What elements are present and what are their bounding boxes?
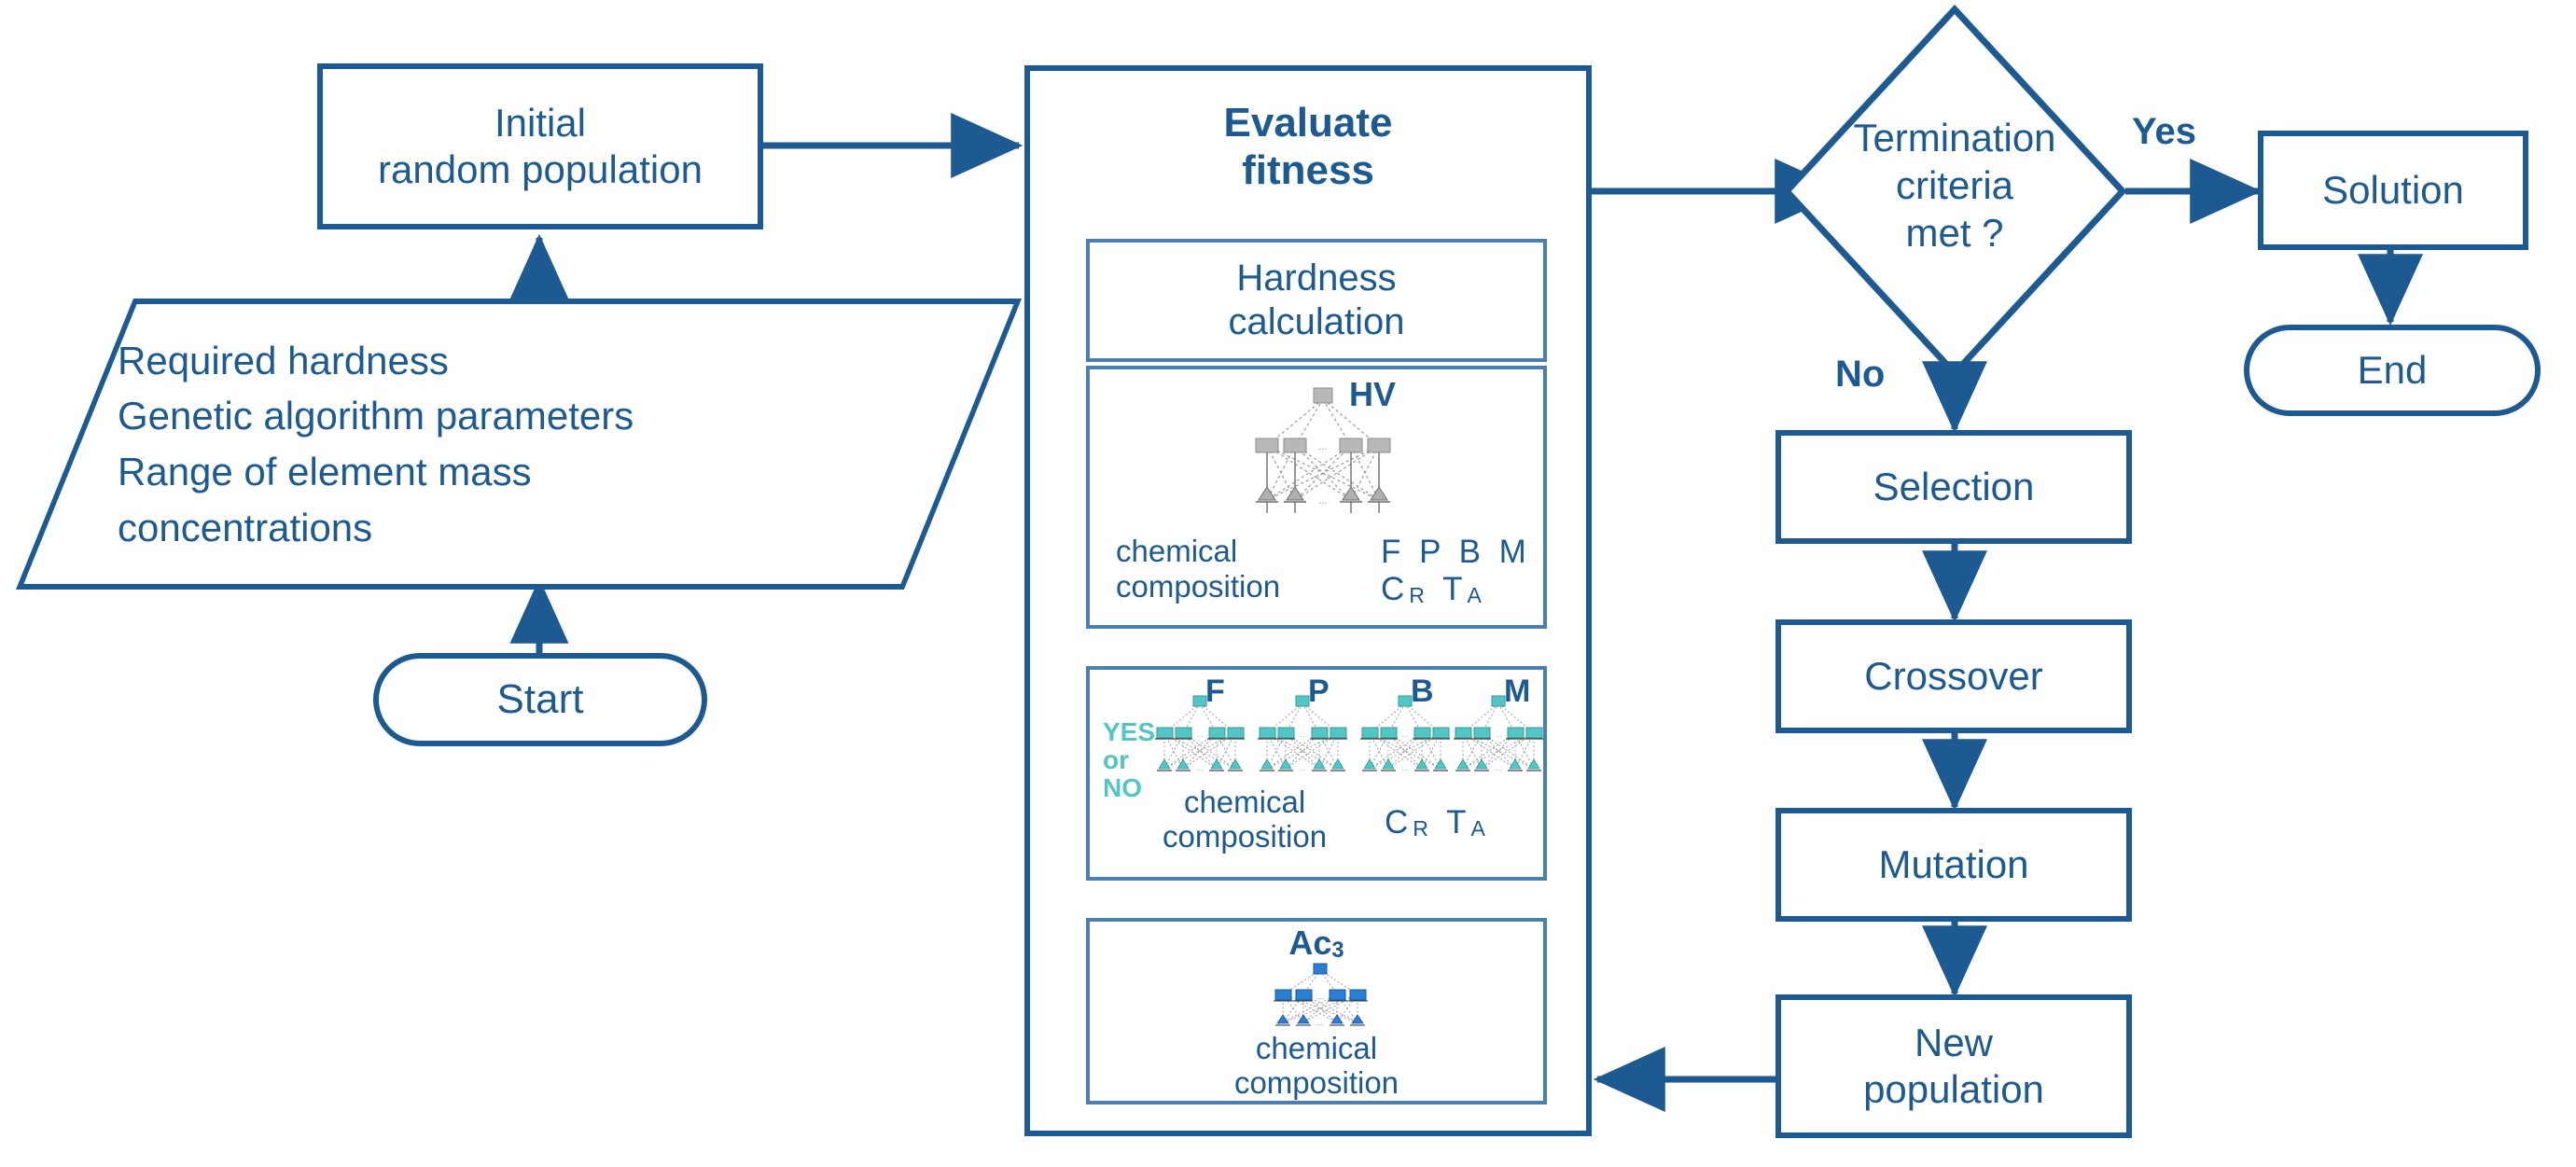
ac3-network-icon: ... ... [1274, 963, 1368, 1027]
svg-text:...: ... [1197, 730, 1204, 739]
node-termination-criteria[interactable] [1787, 9, 2123, 373]
hv-feature-cr-sub: R [1409, 582, 1429, 607]
node-mutation[interactable]: Mutation [1775, 808, 2132, 922]
hv-feature-ta-sub: A [1467, 582, 1486, 607]
node-solution[interactable]: Solution [2258, 131, 2528, 250]
node-crossover[interactable]: Crossover [1775, 619, 2132, 733]
svg-text:...: ... [1300, 730, 1306, 739]
hv-feature-m: M [1498, 534, 1531, 570]
hv-caption-line-2: composition [1116, 568, 1281, 604]
hv-feature-f: F [1381, 534, 1406, 570]
hv-feature-p: P [1419, 534, 1445, 570]
node-new-population-label: New population [1863, 1021, 2044, 1111]
panel-ac3-network[interactable]: Ac3 [1086, 918, 1547, 1104]
node-hardness-calculation-label: Hardness calculation [1228, 257, 1405, 342]
hv-feature-cr-main: C [1381, 570, 1410, 607]
node-inputs[interactable]: Required hardness Genetic algorithm para… [15, 299, 1023, 590]
node-selection-label: Selection [1873, 465, 2035, 508]
panel-fpbm-networks[interactable]: YES or NO F P B M [1086, 666, 1547, 881]
inputs-line-1: Required hardness [118, 338, 449, 382]
svg-text:...: ... [1402, 764, 1409, 772]
node-solution-label: Solution [2322, 168, 2464, 212]
panel-hv-network[interactable]: HV ... [1086, 366, 1547, 629]
ac3-output-label-main: Ac [1288, 924, 1332, 962]
node-initial-random-population[interactable]: Initial random population [317, 63, 763, 229]
evaluate-fitness-title: Evaluate fitness [1223, 100, 1393, 194]
hv-feature-ta-main: T [1442, 570, 1468, 607]
edge-label-no: No [1835, 354, 1886, 395]
fpbm-feature-ta-sub: A [1470, 816, 1490, 841]
fpbm-yes-or-no-label: YES or NO [1103, 717, 1156, 803]
node-selection[interactable]: Selection [1775, 430, 2132, 544]
node-mutation-label: Mutation [1878, 842, 2029, 886]
fpbm-network-icon-m: ... ... [1454, 695, 1543, 772]
svg-text:...: ... [1496, 764, 1502, 772]
fpbm-output-f: F [1205, 674, 1225, 709]
svg-text:...: ... [1317, 993, 1324, 1001]
fpbm-feature-cr-main: C [1385, 804, 1413, 841]
node-termination-criteria-label: Termination criteria met ? [1853, 116, 2056, 256]
ac3-caption-line-1: chemical [1255, 1031, 1378, 1065]
fpbm-output-b: B [1411, 674, 1434, 709]
ac3-caption-line-2: composition [1233, 1064, 1399, 1100]
svg-text:...: ... [1318, 495, 1327, 507]
inputs-line-2: Genetic algorithm parameters [118, 394, 634, 438]
inputs-line-4: concentrations [118, 505, 373, 549]
hv-network-icon: ... ... [1255, 387, 1391, 513]
node-hardness-calculation[interactable]: Hardness calculation [1086, 239, 1547, 362]
fpbm-network-icon-p: ... ... [1258, 695, 1347, 772]
svg-text:...: ... [1318, 441, 1327, 452]
fpbm-network-icon-b: ... ... [1360, 695, 1450, 772]
fpbm-caption-line-1: chemical [1183, 785, 1306, 819]
fpbm-feature-ta-main: T [1446, 804, 1471, 841]
ac3-output-label-sub: 3 [1331, 938, 1344, 964]
fpbm-caption-line-2: composition [1163, 818, 1328, 854]
node-start-label: Start [496, 676, 584, 722]
hv-caption-line-1: chemical [1116, 534, 1238, 568]
svg-text:...: ... [1197, 764, 1204, 772]
node-end-label: End [2357, 348, 2428, 392]
hv-output-label: HV [1349, 375, 1397, 413]
node-end[interactable]: End [2244, 325, 2541, 416]
hv-feature-b: B [1458, 534, 1485, 570]
node-crossover-label: Crossover [1864, 654, 2043, 698]
node-evaluate-fitness[interactable]: Evaluate fitness Hardness calculation HV [1024, 65, 1592, 1136]
fpbm-feature-cr-sub: R [1413, 816, 1433, 841]
node-initial-random-population-label: Initial random population [378, 101, 703, 191]
svg-text:...: ... [1300, 764, 1306, 772]
fpbm-network-icon-f: ... ... [1155, 695, 1245, 772]
fpbm-output-p: P [1308, 674, 1330, 709]
edge-label-yes: Yes [2132, 111, 2196, 152]
fpbm-output-m: M [1504, 674, 1531, 709]
node-start[interactable]: Start [373, 653, 707, 746]
inputs-line-3: Range of element mass [118, 450, 532, 493]
svg-text:...: ... [1496, 730, 1502, 739]
node-new-population[interactable]: New population [1775, 994, 2132, 1138]
svg-text:...: ... [1402, 730, 1409, 739]
svg-text:...: ... [1317, 1019, 1324, 1027]
